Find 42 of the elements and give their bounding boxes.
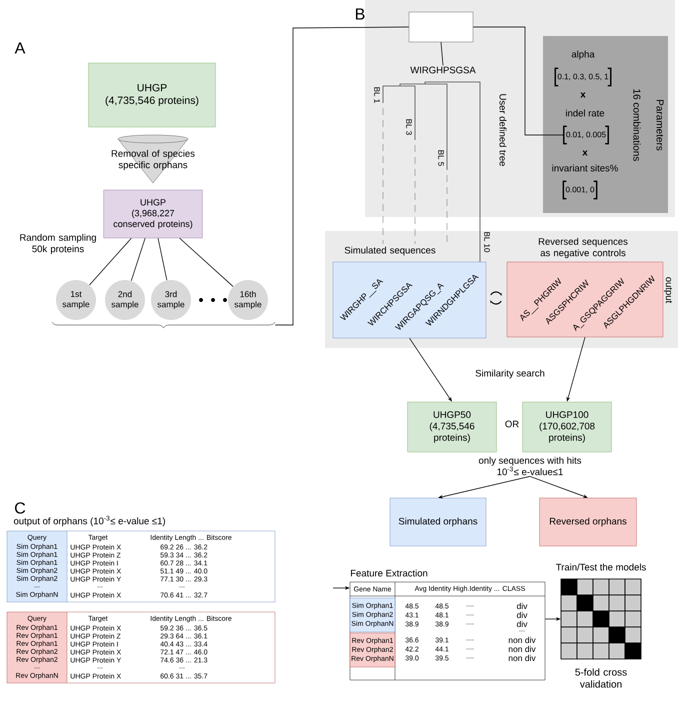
- annotation: OR: [505, 420, 519, 428]
- database-box: UHGP50 (4,735,546 proteins): [407, 402, 497, 452]
- node-label: 5-fold cross validation: [575, 668, 627, 688]
- branch-label: BL 3: [406, 119, 412, 135]
- cell-text: div: [516, 612, 528, 618]
- panel-letter: B: [356, 8, 364, 20]
- node-label: Simulated sequences: [344, 246, 436, 256]
- connector-line: [89, 238, 132, 286]
- cell-text: non div: [508, 636, 536, 644]
- sequence-text: WIRGHPSGSA: [410, 66, 476, 74]
- rotated-label: output: [664, 277, 672, 304]
- brace: [52, 322, 276, 328]
- connector-line: [472, 26, 564, 136]
- branch-label: BL 10: [484, 232, 490, 252]
- connector-line: [274, 26, 410, 326]
- parameter-values: 0.01, 0.005: [563, 126, 609, 144]
- annotation: Similarity search: [476, 370, 544, 378]
- database-box: UHGP100 (170,602,708 proteins): [522, 402, 612, 452]
- connector-line: [158, 238, 168, 281]
- cell-text: non div: [508, 654, 536, 662]
- cell-text: div: [516, 620, 528, 628]
- table-title: Feature Extraction: [350, 570, 428, 576]
- connector-line: [179, 238, 234, 287]
- annotation: Random sampling 50k proteins: [20, 234, 96, 254]
- node-label: Reversed sequences as negative controls: [538, 238, 628, 258]
- cell-text: non div: [508, 646, 536, 652]
- result-box: Simulated orphans: [390, 498, 486, 546]
- connector-line: [130, 238, 146, 282]
- funnel: Removal of species specific orphans: [112, 134, 195, 184]
- result-box: Reversed orphans: [539, 498, 637, 546]
- cell-text: div: [516, 602, 528, 610]
- connector-line: [440, 42, 444, 66]
- database-box: UHGP (4,735,546 proteins): [88, 62, 216, 128]
- rotated-label: User defined tree: [500, 94, 506, 166]
- database-box: UHGP (3,968,227 conserved proteins): [103, 190, 203, 238]
- panel-letter: A: [14, 42, 26, 54]
- branch-label: BL 1: [374, 87, 380, 103]
- node-label: Train/Test the models: [556, 564, 646, 570]
- tool-box: [408, 12, 474, 42]
- branch-label: BL 5: [438, 150, 444, 166]
- filter-text: only sequences with hits 10$^{-3}$≤ e-value≤1: [478, 456, 582, 476]
- panel-letter: C: [15, 502, 26, 514]
